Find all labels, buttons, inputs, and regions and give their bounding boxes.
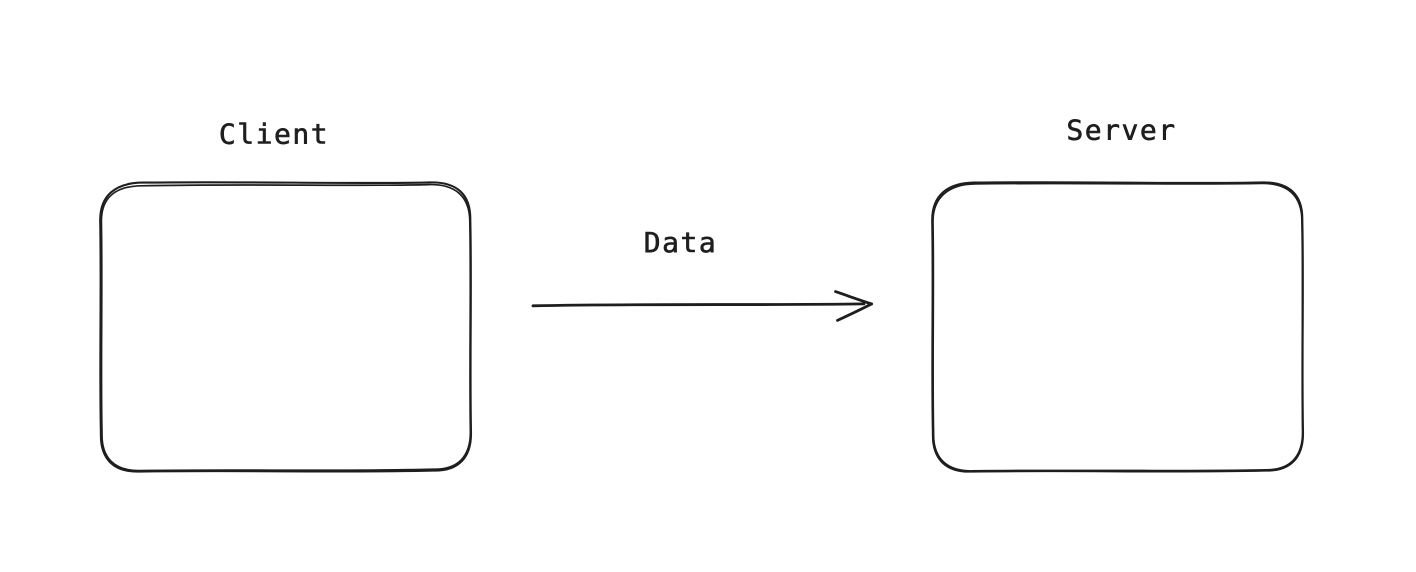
client-node-label: Client [219, 118, 329, 151]
data-arrow-head-upper-barb [834, 290, 873, 306]
server-node-outline [931, 181, 1305, 473]
server-node [931, 181, 1305, 473]
data-arrow-shaft [531, 302, 866, 308]
server-node-label: Server [1066, 114, 1176, 147]
client-node-outline [99, 181, 473, 473]
data-arrow [531, 290, 873, 322]
client-node [99, 181, 473, 473]
client-node-outline-overdraw [100, 183, 472, 472]
data-arrow-head-lower-barb [836, 302, 873, 322]
data-arrow-label: Data [644, 226, 717, 259]
server-node-outline-overdraw [932, 182, 1304, 472]
